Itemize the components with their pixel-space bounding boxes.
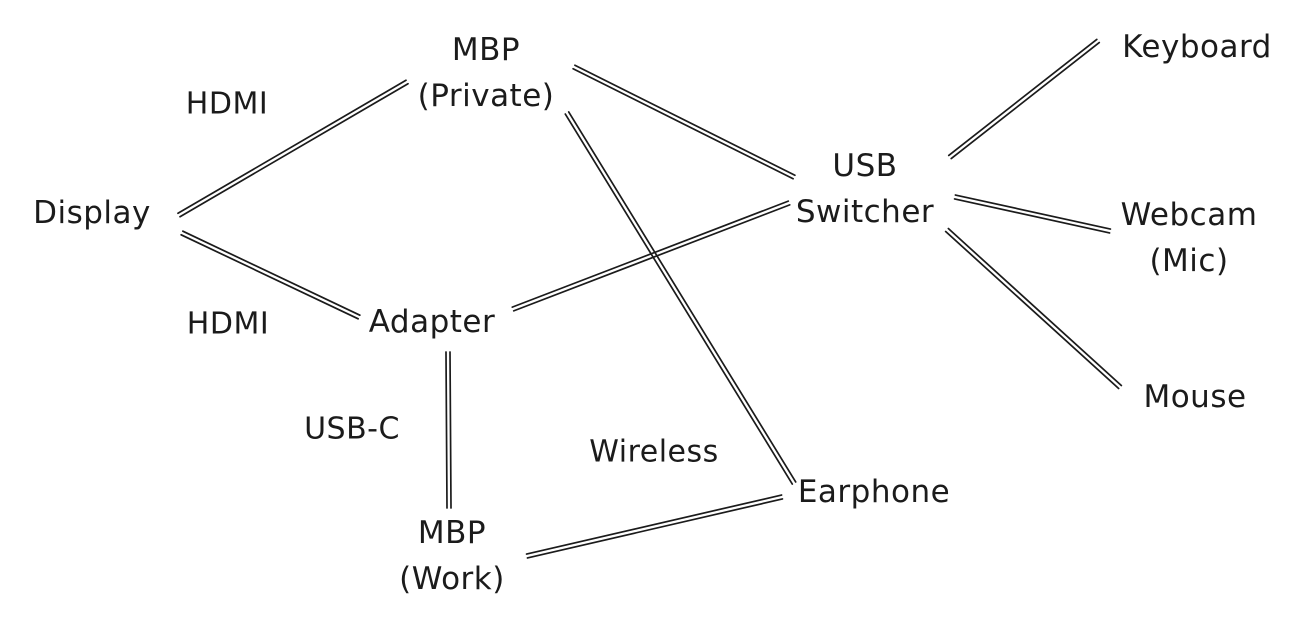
edge-adapter-mbp-work <box>445 351 448 509</box>
node-mbp-work: MBP (Work) <box>399 510 505 602</box>
node-label: Earphone <box>797 474 951 510</box>
edge-mbp-work-earphone <box>525 494 783 555</box>
edge-adapter-switcher <box>511 200 790 308</box>
node-label: USB <box>832 148 898 184</box>
edge-label-display-adapter: HDMI <box>186 306 270 342</box>
node-display: Display <box>33 190 151 236</box>
edge-mbp-private-switcher <box>574 64 796 177</box>
edge-switcher-webcam <box>954 194 1112 230</box>
node-mbp-private: MBP (Private) <box>418 27 555 119</box>
edge-mbp-private-earphone <box>567 111 797 483</box>
edge-switcher-keyboard <box>947 38 1098 157</box>
edge-display-mbp-private <box>177 79 407 215</box>
edge-display-adapter <box>182 230 361 317</box>
node-usb-switcher: USB Switcher <box>796 143 934 235</box>
edge-label-adapter-mbp-work: USB-C <box>304 411 400 447</box>
node-label: (Private) <box>417 78 555 114</box>
node-label: (Work) <box>399 561 505 597</box>
edge-mbp-private-switcher <box>572 67 794 180</box>
node-label: Mouse <box>1143 379 1247 415</box>
node-label: MBP <box>451 32 521 68</box>
edge-display-adapter <box>180 233 359 320</box>
edge-display-mbp-private <box>179 82 409 218</box>
edge-switcher-mouse <box>944 230 1120 390</box>
node-label: Keyboard <box>1122 29 1272 65</box>
node-keyboard: Keyboard <box>1122 24 1272 70</box>
edge-switcher-webcam <box>953 198 1111 234</box>
node-label: (Mic) <box>1149 243 1229 279</box>
edge-mbp-private-earphone <box>564 113 794 485</box>
node-label: Adapter <box>368 304 496 340</box>
node-adapter: Adapter <box>369 299 496 345</box>
node-label: Switcher <box>795 194 935 230</box>
edge-switcher-mouse <box>947 227 1123 387</box>
node-label: Webcam <box>1120 197 1258 233</box>
node-label: Display <box>33 195 151 231</box>
node-mouse: Mouse <box>1143 374 1246 420</box>
edge-adapter-mbp-work <box>449 351 452 509</box>
node-webcam: Webcam (Mic) <box>1121 192 1258 284</box>
edge-label-mbp-private-earphone: Wireless <box>589 434 719 470</box>
node-earphone: Earphone <box>798 469 950 515</box>
edge-switcher-keyboard <box>950 41 1101 160</box>
edge-label-display-mbp-private: HDMI <box>185 86 269 122</box>
node-label: MBP <box>417 515 487 551</box>
edge-mbp-work-earphone <box>526 498 784 559</box>
edge-adapter-switcher <box>512 204 791 312</box>
